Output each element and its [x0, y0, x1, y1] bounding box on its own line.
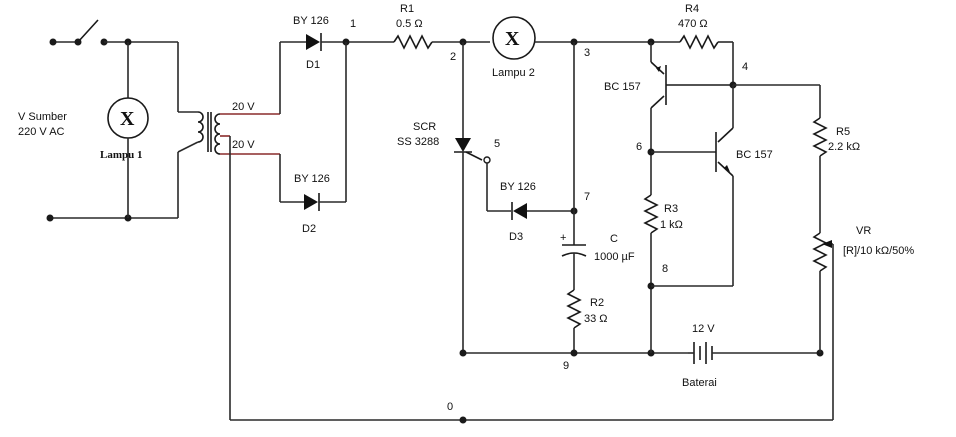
r2-value-label: 33 Ω [584, 313, 608, 325]
vr-name-label: VR [856, 225, 871, 237]
lamp-1-label: Lampu 1 [100, 149, 143, 161]
secondary-voltage-top: 20 V [232, 101, 255, 113]
scr-label-line2: SS 3288 [397, 136, 439, 148]
d1-type-label: BY 126 [293, 15, 329, 27]
d3-type-label: BY 126 [500, 181, 536, 193]
d3-name-label: D3 [509, 231, 523, 243]
resistor-r3 [643, 194, 659, 234]
resistor-r1 [393, 34, 433, 50]
r2-name-label: R2 [590, 297, 604, 309]
lamp-1: X [107, 42, 149, 218]
r3-name-label: R3 [664, 203, 678, 215]
lamp-1-symbol: X [120, 108, 135, 130]
diode-d3 [511, 202, 527, 220]
r5-value-label: 2.2 kΩ [828, 141, 860, 153]
battery-12v [693, 342, 713, 364]
r5-name-label: R5 [836, 126, 850, 138]
potentiometer-vr [812, 232, 832, 272]
scr-ss3288 [454, 138, 483, 161]
resistor-r4 [679, 34, 719, 50]
resistor-r2 [566, 289, 582, 329]
r4-value-label: 470 Ω [678, 18, 708, 30]
q1-type-label: BC 157 [604, 81, 641, 93]
node-9-label: 9 [563, 360, 569, 372]
d1-name-label: D1 [306, 59, 320, 71]
battery-name-label: Baterai [682, 377, 717, 389]
node-1-label: 1 [350, 18, 356, 30]
node-5-label: 5 [494, 138, 500, 150]
r3-value-label: 1 kΩ [660, 219, 683, 231]
node-4-label: 4 [742, 61, 748, 73]
transistor-q1 [650, 61, 733, 109]
lamp-2-label: Lampu 2 [492, 67, 535, 79]
source-label-line2: 220 V AC [18, 126, 65, 138]
node-8-label: 8 [662, 263, 668, 275]
ac-source-switch [49, 19, 178, 46]
c-value-label: 1000 µF [594, 251, 635, 263]
vr-value-label: [R]/10 kΩ/50% [843, 245, 914, 257]
secondary-voltage-bottom: 20 V [232, 139, 255, 151]
d2-type-label: BY 126 [294, 173, 330, 185]
node-7-label: 7 [584, 191, 590, 203]
r1-value-label: 0.5 Ω [396, 18, 423, 30]
node-2-label: 2 [450, 51, 456, 63]
node-3-label: 3 [584, 47, 590, 59]
lamp-2: X [492, 16, 536, 60]
r1-name-label: R1 [400, 3, 414, 15]
node-6-label: 6 [636, 141, 642, 153]
transformer [177, 42, 221, 218]
resistor-r5 [812, 117, 828, 157]
c-plus-label: + [560, 232, 566, 244]
lamp-2-symbol: X [505, 28, 520, 50]
q2-type-label: BC 157 [736, 149, 773, 161]
d2-name-label: D2 [302, 223, 316, 235]
transistor-q2 [715, 127, 734, 177]
diode-d1 [306, 33, 322, 51]
battery-voltage-label: 12 V [692, 323, 715, 335]
scr-label-line1: SCR [413, 121, 436, 133]
c-name-label: C [610, 233, 618, 245]
r4-name-label: R4 [685, 3, 699, 15]
node-0-label: 0 [447, 401, 453, 413]
source-label-line1: V Sumber [18, 111, 67, 123]
diode-d2 [304, 193, 320, 211]
